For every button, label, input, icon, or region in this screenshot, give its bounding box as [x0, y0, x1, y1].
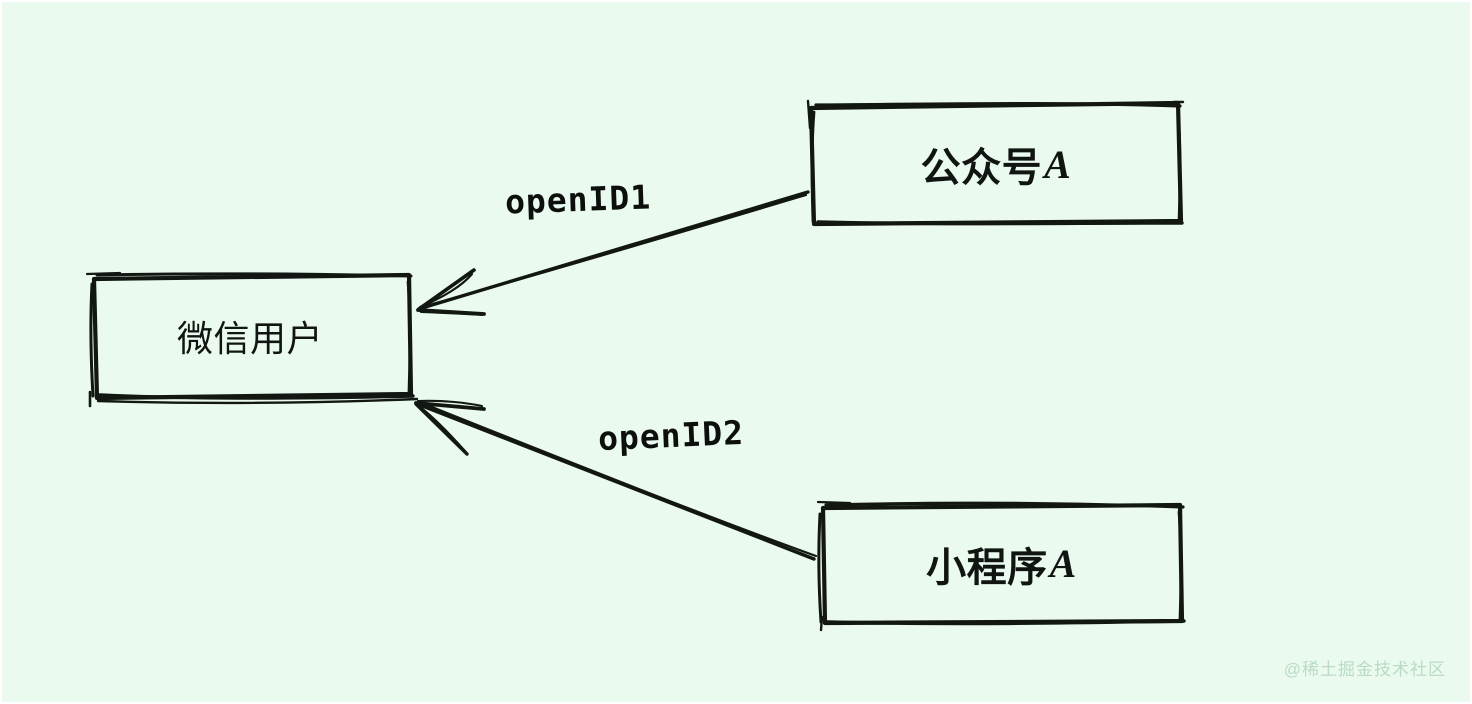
edge-openid1[interactable] — [416, 190, 810, 316]
node-official-account-a-shape[interactable] — [806, 99, 1185, 227]
edge-openid2[interactable] — [414, 399, 818, 561]
node-mini-program-a-shape[interactable] — [816, 500, 1186, 632]
node-wechat-user-shape[interactable] — [85, 271, 419, 408]
